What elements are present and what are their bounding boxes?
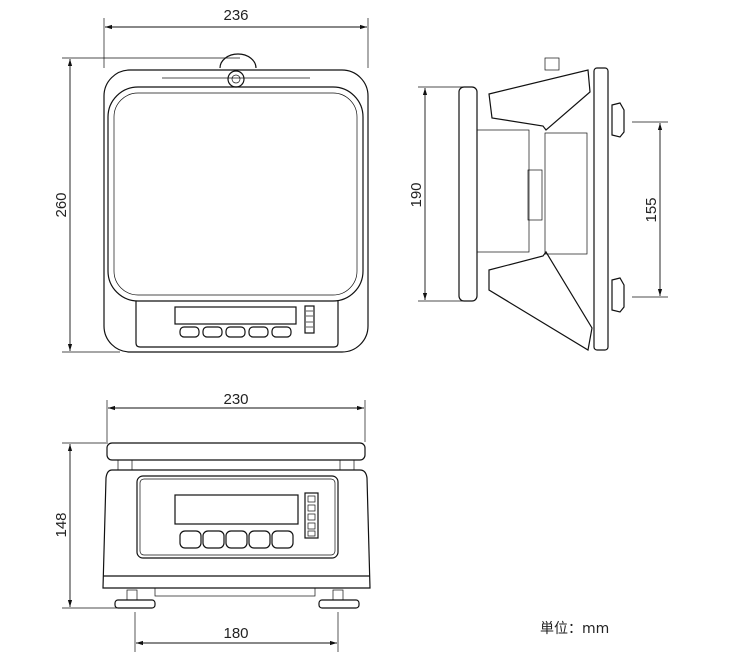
key-4 [248, 326, 269, 338]
key-1 [179, 326, 200, 338]
key-2 [202, 326, 223, 338]
lower-arm [488, 250, 593, 351]
scale-body-outline [103, 69, 369, 353]
dim-label-front-platter-width: 230 [223, 391, 248, 408]
upper-arm [488, 69, 591, 131]
dim-label-top-depth: 260 [53, 192, 70, 217]
level-bubble-guard [219, 53, 257, 69]
keypad [179, 326, 292, 338]
front-foot-right [318, 599, 360, 609]
dim-label-foot-spacing-front: 180 [223, 625, 248, 642]
dim-label-front-height: 148 [53, 512, 70, 537]
front-keypad [179, 530, 294, 549]
support-column [476, 129, 530, 253]
side-housing [544, 132, 588, 255]
dim-label-top-width: 236 [223, 7, 248, 24]
front-key-2 [202, 530, 225, 549]
front-key-4 [248, 530, 271, 549]
foot-upper [611, 102, 625, 138]
front-key-3 [225, 530, 248, 549]
dim-label-side-depth: 190 [408, 182, 425, 207]
front-key-5 [271, 530, 294, 549]
weighing-platter [107, 86, 364, 302]
top-view: 236 260 [53, 7, 369, 353]
side-platter [458, 86, 478, 302]
key-5 [271, 326, 292, 338]
display-window [174, 306, 297, 325]
display-panel [135, 301, 339, 348]
front-platter [106, 442, 366, 461]
front-key-1 [179, 530, 202, 549]
front-foot-left [114, 599, 156, 609]
level-indicator [227, 70, 245, 88]
front-view: 230 148 180 [53, 391, 371, 652]
front-indicator-strip [304, 492, 319, 539]
front-display-window [174, 494, 299, 525]
front-display-panel [136, 475, 339, 559]
side-view: 190 155 [408, 57, 668, 351]
indicator-strip [304, 305, 315, 334]
dim-label-foot-spacing-side: 155 [643, 197, 660, 222]
front-body [102, 469, 371, 589]
key-3 [225, 326, 246, 338]
back-plate [593, 67, 609, 351]
foot-lower [611, 277, 625, 313]
unit-label: 単位：mm [540, 621, 610, 637]
